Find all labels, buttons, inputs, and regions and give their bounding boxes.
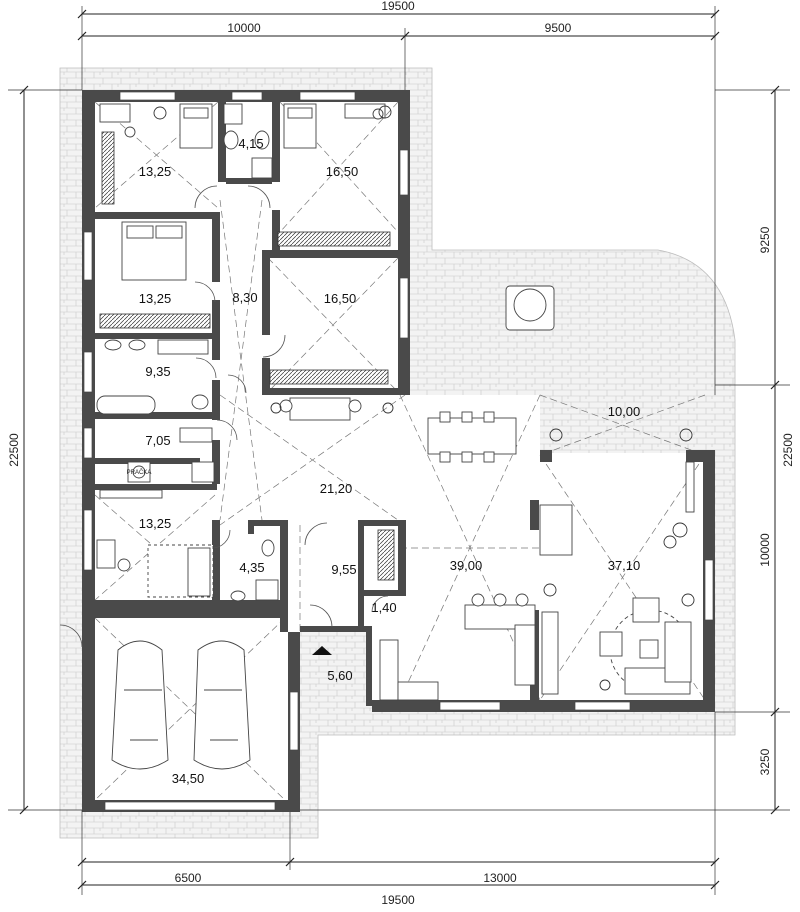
fireplace	[539, 504, 573, 556]
washer-label: PRAČKA	[127, 469, 152, 476]
area-bathroom: 9,35	[145, 364, 170, 379]
doors	[59, 185, 389, 648]
dim-right-lower: 3250	[758, 748, 772, 775]
area-vestibule: 5,60	[327, 668, 352, 683]
room-area-labels: 13,25 4,15 16,50 13,25 8,30 16,50 9,35 7…	[127, 136, 641, 786]
area-bedroom-ne: 16,50	[326, 164, 359, 179]
dim-left-total: 22500	[7, 433, 21, 467]
dim-top-total: 19500	[381, 0, 415, 13]
dim-right-upper: 9250	[758, 226, 772, 253]
windows	[83, 91, 714, 811]
area-bedroom-double: 13,25	[139, 291, 172, 306]
dim-right-total: 22500	[781, 433, 795, 467]
area-pantry: 1,40	[371, 600, 396, 615]
area-kitchen-dining: 39,00	[450, 558, 483, 573]
dim-bottom-right: 13000	[483, 871, 517, 885]
area-garage: 34,50	[172, 771, 205, 786]
area-hall: 21,20	[320, 481, 353, 496]
covered-terrace-floor	[540, 395, 715, 453]
furniture	[96, 103, 695, 770]
dimension-labels: 19500 10000 9500 6500 13000 19500 22500 …	[7, 0, 795, 907]
wardrobes	[99, 131, 395, 581]
area-bathroom-upper: 4,15	[238, 136, 263, 151]
area-entrance: 9,55	[331, 562, 356, 577]
dim-bottom-left: 6500	[175, 871, 202, 885]
dining-table	[427, 417, 517, 455]
area-room-center: 16,50	[324, 291, 357, 306]
bathtub	[96, 395, 156, 415]
dim-top-left: 10000	[227, 21, 261, 35]
car-left	[111, 640, 169, 770]
area-wc: 4,35	[239, 560, 264, 575]
dim-top-right: 9500	[545, 21, 572, 35]
area-corridor: 8,30	[232, 290, 257, 305]
area-terrace-covered: 10,00	[608, 404, 641, 419]
area-laundry: 7,05	[145, 433, 170, 448]
car-right	[193, 640, 251, 770]
dim-right-middle: 10000	[758, 533, 772, 567]
entrance-arrow	[312, 646, 332, 655]
area-living-room: 37,10	[608, 558, 641, 573]
area-office: 13,25	[139, 516, 172, 531]
dim-bottom-total: 19500	[381, 893, 415, 907]
area-bedroom-nw: 13,25	[139, 164, 172, 179]
dimension-lines	[8, 6, 790, 895]
